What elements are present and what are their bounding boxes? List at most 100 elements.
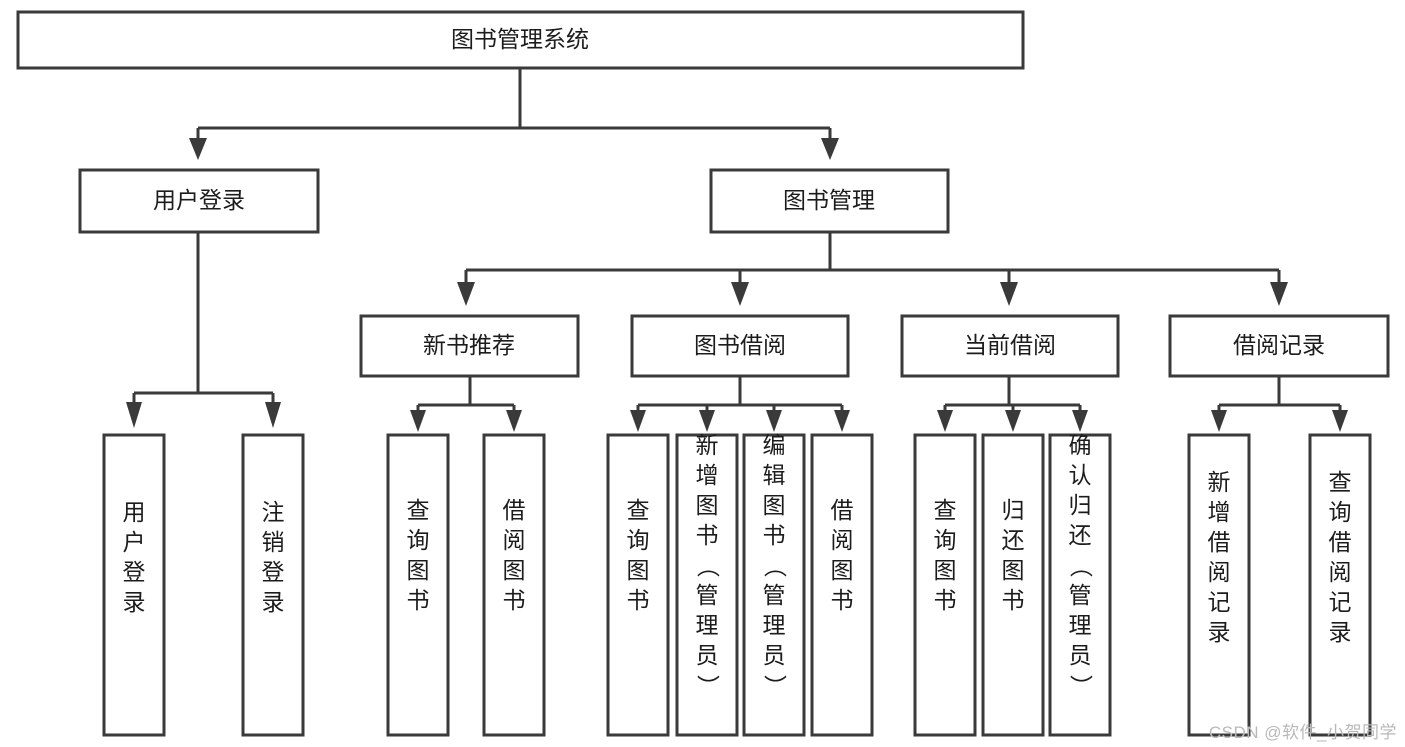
vertical-char: 借 [503, 497, 526, 523]
leaf-logout-box[interactable] [241, 433, 305, 737]
vertical-char: 书 [934, 587, 957, 613]
node-book-management-box[interactable] [709, 168, 950, 234]
leaf-add-book-admin-box[interactable] [675, 433, 739, 737]
node-new-book-recommend-label: 新书推荐 [423, 332, 515, 358]
node-new-book-recommend[interactable]: 新书推荐 [359, 314, 580, 378]
node-current-borrow-box[interactable] [900, 314, 1120, 378]
vertical-char: 录 [262, 589, 285, 615]
vertical-char: 图 [696, 492, 719, 518]
leaf-query-book-current-box[interactable] [913, 433, 977, 737]
vertical-char: 新 [696, 432, 719, 458]
vertical-char: 员 [1069, 642, 1092, 668]
vertical-char: 阅 [1208, 559, 1231, 585]
arrowhead-to-new-book-recommend [457, 282, 475, 306]
vertical-char: 书 [503, 587, 526, 613]
vertical-char: 录 [1329, 619, 1352, 645]
node-borrow-record-label: 借阅记录 [1233, 332, 1325, 358]
node-borrow-record-box[interactable] [1168, 314, 1390, 378]
arrowhead-to-leaf-return-book [1005, 410, 1021, 432]
leaf-query-borrow-record-box[interactable] [1308, 433, 1372, 737]
vertical-char: 还 [1069, 522, 1092, 548]
leaf-borrow-book-recommend-box[interactable] [482, 433, 546, 737]
leaf-edit-book-admin-box[interactable] [742, 433, 806, 737]
vertical-char: 员 [763, 642, 786, 668]
vertical-char: 书 [1002, 587, 1025, 613]
connector-group-bookmanage-to-level3 [457, 232, 1288, 306]
node-book-borrow[interactable]: 图书借阅 [630, 314, 850, 378]
leaf-confirm-return-admin-box[interactable] [1048, 433, 1112, 737]
arrowhead-to-leaf-query-record [1332, 410, 1348, 432]
connector-group-root-to-level2 [189, 68, 839, 160]
node-user-login-label: 用户登录 [153, 187, 245, 213]
leaf-user-login-label: 用户登录 [123, 499, 146, 615]
leaf-add-borrow-record-box[interactable] [1187, 433, 1251, 737]
node-book-management[interactable]: 图书管理 [709, 168, 950, 234]
vertical-char: 登 [262, 559, 285, 585]
arrowhead-to-user-login [189, 138, 207, 160]
node-new-book-recommend-box[interactable] [359, 314, 580, 378]
vertical-char: 管 [696, 582, 719, 608]
vertical-char: ） [1068, 675, 1094, 698]
arrowhead-to-leaf-query-book-a [410, 410, 426, 432]
vertical-char: 图 [407, 557, 430, 583]
arrowhead-to-borrow-record [1270, 282, 1288, 306]
node-borrow-record[interactable]: 借阅记录 [1168, 314, 1390, 378]
vertical-char: 记 [1208, 589, 1231, 615]
vertical-char: 增 [1208, 499, 1231, 525]
connector-group-currentborrow-to-leaves [937, 376, 1088, 432]
connector-group-newbook-to-leaves [410, 376, 522, 432]
vertical-char: 销 [262, 529, 285, 555]
vertical-char: 登 [123, 559, 146, 585]
arrowhead-to-book-borrow [731, 282, 749, 306]
arrowhead-to-leaf-query-book-b [630, 410, 646, 432]
vertical-char: （ [762, 555, 788, 578]
node-user-login-box[interactable] [78, 168, 320, 234]
leaf-user-login-box[interactable] [102, 433, 166, 737]
node-user-login[interactable]: 用户登录 [78, 168, 320, 234]
node-root-book-management-system[interactable]: 图书管理系统 [16, 10, 1025, 70]
arrowhead-to-leaf-confirm-return [1072, 410, 1088, 432]
leaf-return-book-box[interactable] [981, 433, 1045, 737]
vertical-char: 认 [1069, 462, 1092, 488]
node-root-label: 图书管理系统 [451, 26, 589, 52]
vertical-char: （ [1068, 555, 1094, 578]
node-root-box[interactable] [16, 10, 1025, 70]
leaf-node-user-login[interactable]: 用户登录 [102, 433, 166, 737]
vertical-char: 阅 [831, 527, 854, 553]
leaf-query-book-recommend-box[interactable] [386, 433, 450, 737]
leaf-borrow-book-borrow-box[interactable] [810, 433, 874, 737]
vertical-char: 理 [1069, 612, 1092, 638]
csdn-watermark: CSDN @软件_小贺同学 [1208, 723, 1397, 742]
arrowhead-to-leaf-query-book-c [937, 410, 953, 432]
vertical-char: ） [762, 675, 788, 698]
node-current-borrow[interactable]: 当前借阅 [900, 314, 1120, 378]
vertical-char: 询 [934, 527, 957, 553]
leaf-query-book-borrow-box[interactable] [606, 433, 670, 737]
vertical-char: 书 [407, 587, 430, 613]
arrowhead-to-leaf-user-login [126, 402, 142, 428]
vertical-char: 书 [627, 587, 650, 613]
vertical-char: 归 [1002, 497, 1025, 523]
node-book-borrow-box[interactable] [630, 314, 850, 378]
node-book-borrow-label: 图书借阅 [694, 332, 786, 358]
vertical-char: 注 [262, 499, 285, 525]
